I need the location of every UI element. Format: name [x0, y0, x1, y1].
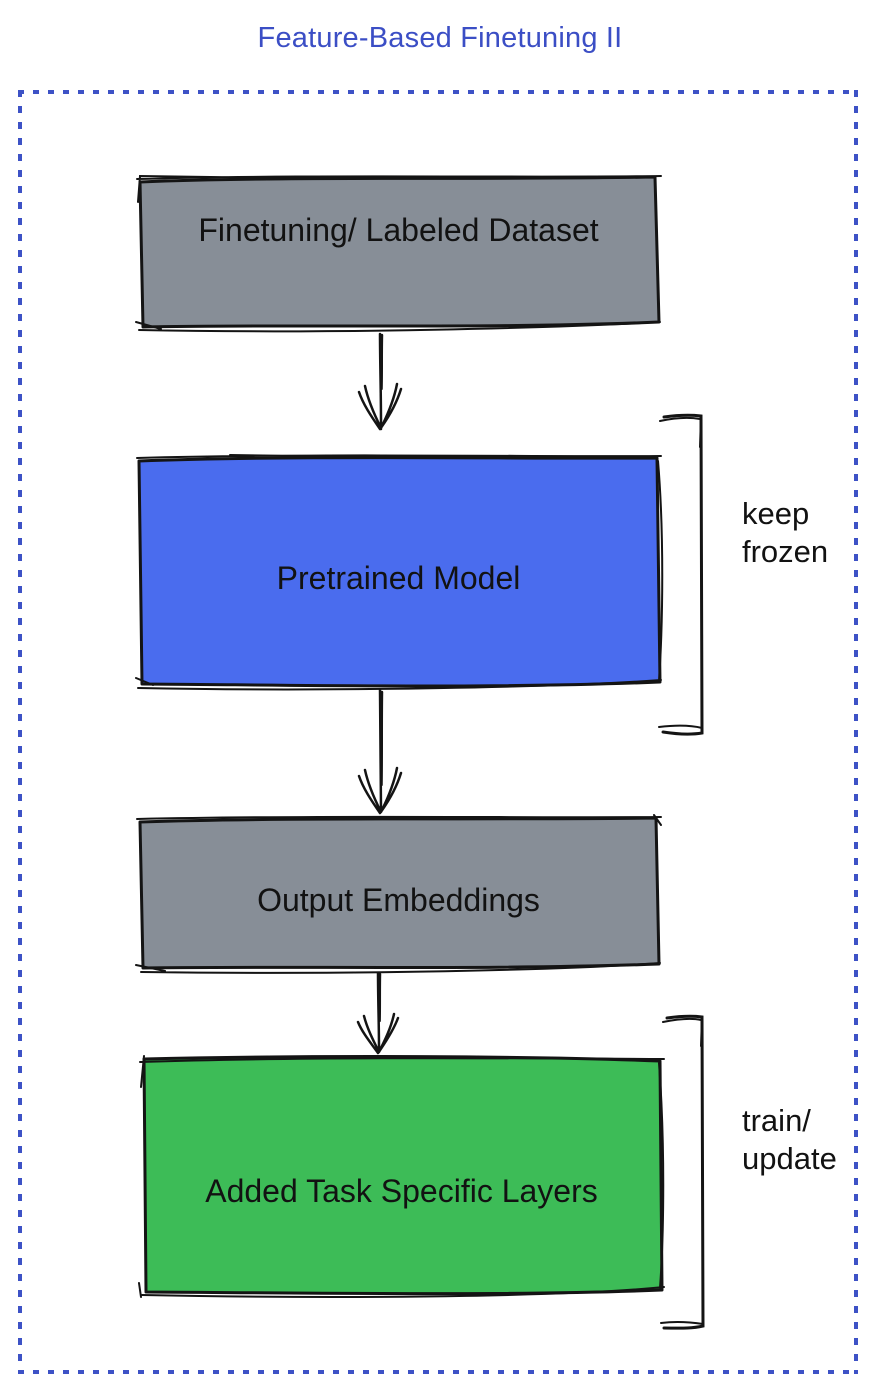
- node-label: Added Task Specific Layers: [205, 1173, 598, 1209]
- box-retrace: [135, 454, 664, 691]
- box-fill: [142, 1055, 664, 1296]
- bracket-keep-frozen: [658, 413, 704, 736]
- node-box-sketch: [138, 1055, 665, 1298]
- label-line: update: [742, 1141, 837, 1176]
- node-label: Finetuning/ Labeled Dataset: [198, 212, 599, 248]
- node-label: Pretrained Model: [276, 559, 521, 596]
- box-retrace: [138, 1055, 665, 1298]
- box-fill: [138, 175, 661, 329]
- label-line: train/: [742, 1103, 811, 1138]
- frame-edge-bottom: [18, 1370, 858, 1374]
- box-fill: [137, 456, 662, 688]
- frame-edge-left: [18, 90, 22, 1374]
- box-retrace: [135, 814, 662, 974]
- node-output-embeddings: Output Embeddings: [135, 813, 662, 975]
- bracket-train-update: [660, 1014, 705, 1330]
- train-update-label: train/ update: [742, 1102, 837, 1178]
- node-box-sketch: [135, 454, 664, 691]
- dotted-frame: [18, 90, 858, 1374]
- label-line: keep: [742, 496, 810, 531]
- node-finetuning-dataset: Finetuning/ Labeled Dataset: [135, 172, 662, 333]
- label-line: frozen: [742, 534, 829, 569]
- node-box-sketch: [135, 814, 662, 974]
- arrow-down-icon: [357, 332, 403, 431]
- diagram-title: Feature-Based Finetuning II: [257, 22, 623, 54]
- box-retrace: [135, 174, 662, 333]
- frame-edge-right: [854, 90, 858, 1374]
- keep-frozen-label: keep frozen: [742, 495, 828, 571]
- frame-edge-top: [18, 90, 858, 94]
- node-pretrained-model: Pretrained Model: [135, 452, 664, 691]
- arrow-down-icon: [356, 971, 400, 1055]
- arrow-down-icon: [357, 688, 403, 815]
- node-label: Output Embeddings: [257, 881, 540, 918]
- node-box-sketch: [135, 174, 662, 333]
- node-added-task-layers: Added Task Specific Layers: [137, 1053, 666, 1298]
